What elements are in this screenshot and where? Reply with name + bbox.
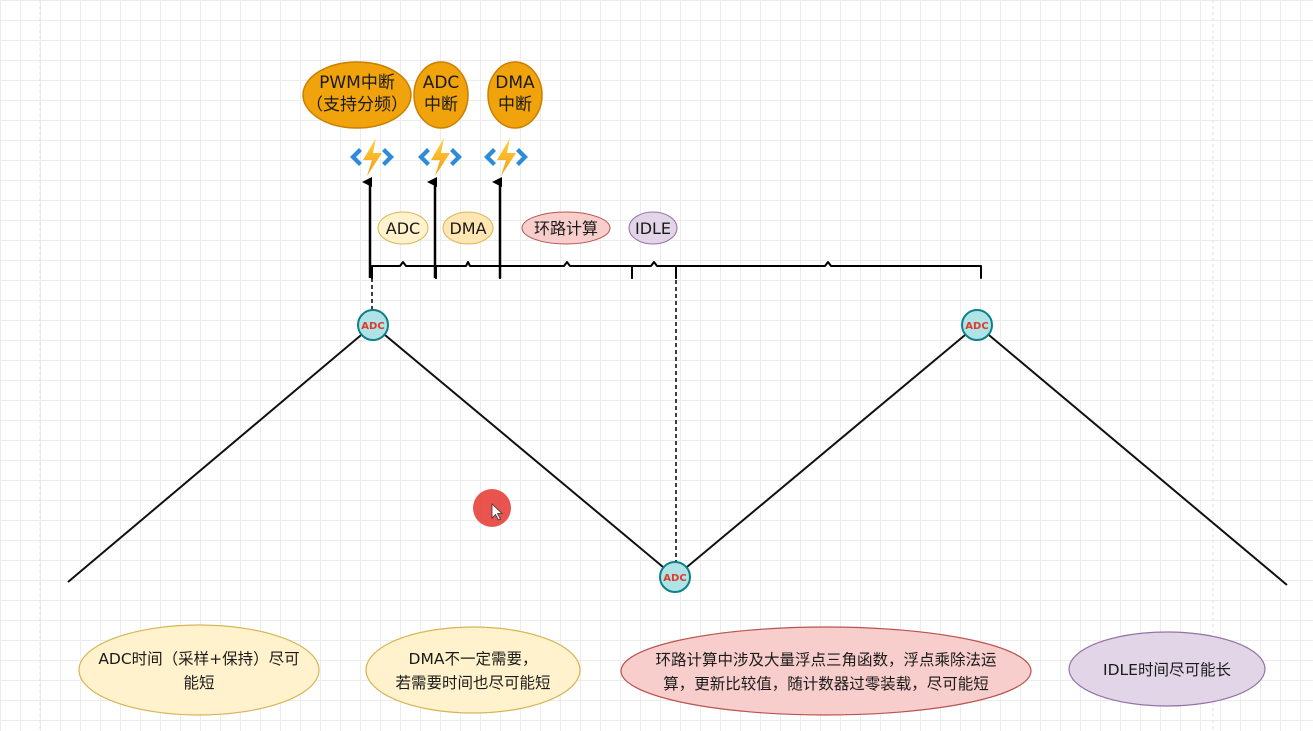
- lightning-bolt-icon: [350, 138, 394, 176]
- phase-adc-label: ADC: [386, 219, 420, 238]
- lightning-bolt-icon: [484, 138, 528, 176]
- phase-loop-calc-label: 环路计算: [534, 219, 598, 238]
- interrupt-pwm: PWM中断 （支持分频）: [302, 61, 412, 129]
- interrupt-adc: ADC 中断: [413, 61, 469, 129]
- note-dma-time-line2: 若需要时间也尽可能短: [395, 674, 550, 692]
- phase-dma-label: DMA: [449, 219, 486, 238]
- phase-idle-label: IDLE: [635, 219, 671, 238]
- triangle-carrier-wave: [67, 323, 1288, 586]
- note-dma-time: DMA不一定需要， 若需要时间也尽可能短: [365, 626, 581, 714]
- adc-sample-marker: ADC: [659, 561, 691, 593]
- interrupt-pwm-line2: （支持分频）: [306, 95, 408, 115]
- interrupt-dma-line1: DMA: [495, 73, 535, 93]
- brace-idle-2: [675, 261, 982, 279]
- note-adc-time-line1: ADC时间（采样+保持）尽可: [98, 650, 299, 668]
- adc-sample-label: ADC: [965, 321, 988, 332]
- adc-sample-label: ADC: [361, 321, 384, 332]
- interrupt-dma-line2: 中断: [498, 95, 532, 115]
- phase-idle: IDLE: [628, 211, 678, 245]
- note-loop-calc-line1: 环路计算中涉及大量浮点三角函数，浮点乘除法运: [655, 650, 996, 669]
- timeline-braces: [371, 261, 982, 279]
- brace-loop-calc: [499, 261, 633, 279]
- note-loop-calc-line2: 算，更新比较值，随计数器过零装载，尽可能短: [663, 674, 989, 693]
- phase-loop-calc: 环路计算: [521, 211, 611, 245]
- interrupt-adc-line1: ADC: [423, 73, 460, 93]
- adc-sample-label: ADC: [663, 573, 686, 584]
- note-loop-calc: 环路计算中涉及大量浮点三角函数，浮点乘除法运 算，更新比较值，随计数器过零装载，…: [620, 626, 1032, 716]
- interrupt-adc-line2: 中断: [424, 95, 458, 115]
- note-adc-time-line2: 能短: [183, 674, 214, 692]
- brace-adc: [371, 261, 437, 279]
- phase-dma: DMA: [442, 211, 494, 245]
- adc-sample-marker: ADC: [961, 309, 993, 341]
- mouse-cursor-icon: [473, 489, 511, 527]
- interrupt-pwm-line1: PWM中断: [319, 73, 395, 93]
- interrupt-dma: DMA 中断: [487, 61, 543, 129]
- lightning-bolt-icon: [418, 138, 462, 176]
- note-adc-time: ADC时间（采样+保持）尽可 能短: [78, 624, 320, 716]
- note-idle-time: IDLE时间尽可能长: [1068, 631, 1266, 707]
- brace-idle-1: [631, 261, 677, 279]
- brace-dma: [435, 261, 501, 279]
- note-dma-time-line1: DMA不一定需要，: [409, 650, 538, 668]
- note-idle-time-line1: IDLE时间尽可能长: [1103, 661, 1231, 679]
- adc-sample-marker: ADC: [357, 309, 389, 341]
- phase-adc: ADC: [377, 211, 429, 245]
